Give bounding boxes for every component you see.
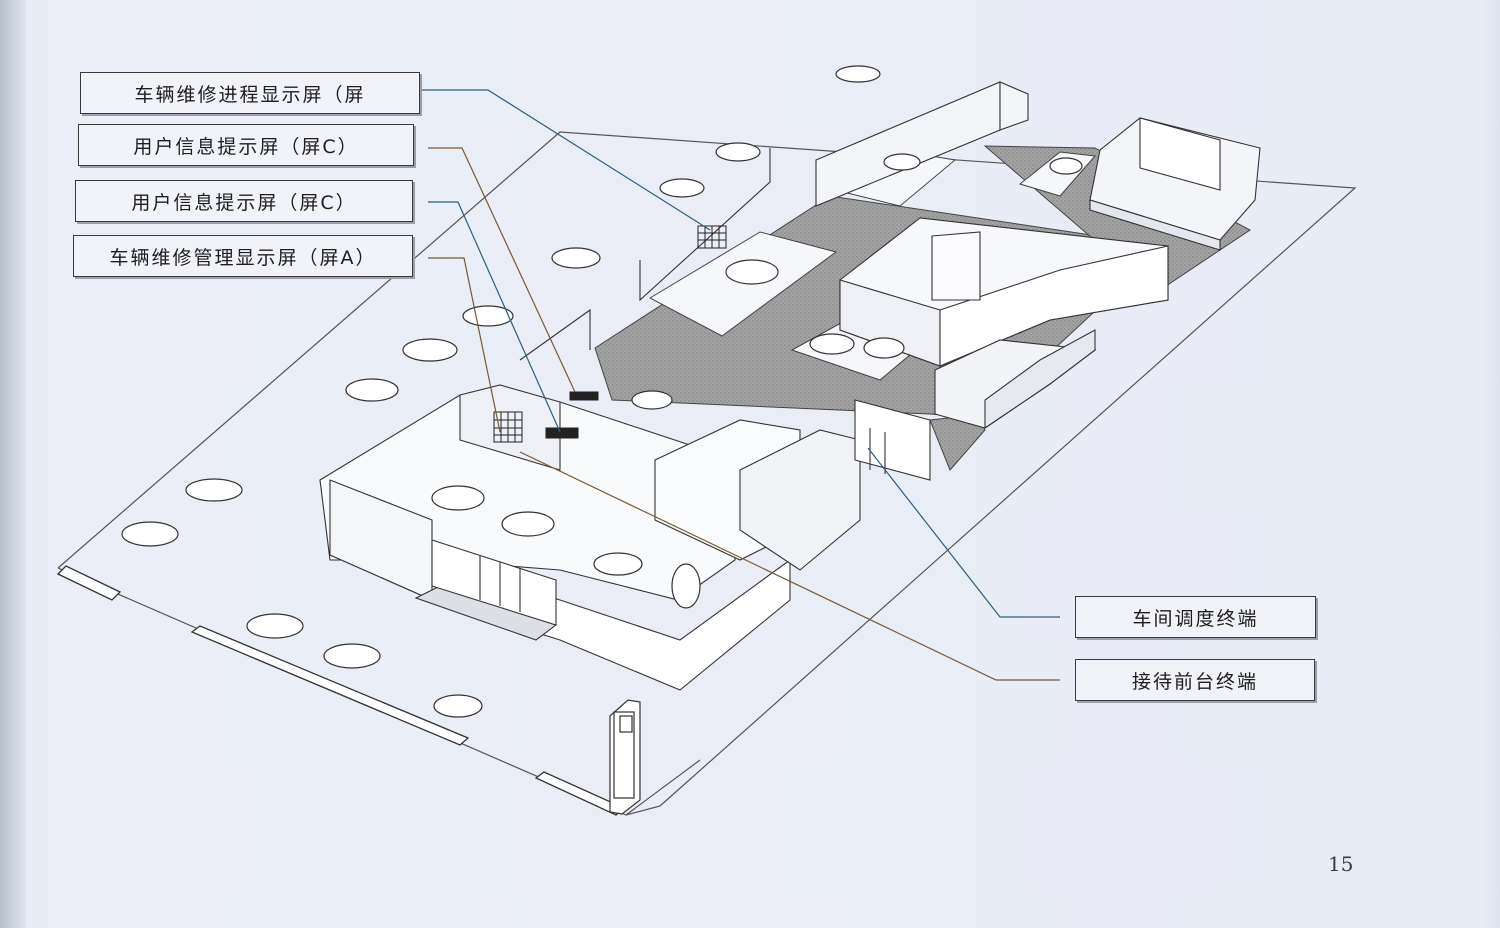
info-screen-text-2: 用户信息提示屏（屏C） — [131, 191, 357, 214]
page-number: 15 — [1328, 852, 1354, 876]
display-screens — [493, 225, 727, 443]
workshop-terminal-label: 车间调度终端 — [1075, 596, 1316, 638]
reception-terminal-text: 接待前台终端 — [1131, 670, 1258, 693]
showroom — [319, 384, 931, 691]
info-screen-label-2: 用户信息提示屏（屏C） — [75, 180, 413, 222]
pylon-sign — [609, 699, 641, 815]
progress-screen-label: 车辆维修进程显示屏（屏 — [80, 72, 420, 114]
page-gutter-shadow — [0, 0, 26, 928]
info-screen-text-1: 用户信息提示屏（屏C） — [133, 135, 359, 158]
cars — [121, 65, 1083, 718]
curbs — [56, 565, 626, 816]
workshop-terminal-text: 车间调度终端 — [1132, 607, 1259, 630]
rear-building — [815, 81, 1261, 251]
reception-terminal-label: 接待前台终端 — [1075, 659, 1315, 701]
leader-lines — [420, 89, 1060, 681]
info-screen-label-1: 用户信息提示屏（屏C） — [78, 124, 414, 166]
management-screen-text: 车辆维修管理显示屏（屏A） — [109, 246, 377, 269]
central-building — [839, 217, 1169, 430]
management-screen-label: 车辆维修管理显示屏（屏A） — [73, 235, 413, 277]
progress-screen-text: 车辆维修进程显示屏（屏 — [134, 83, 366, 106]
